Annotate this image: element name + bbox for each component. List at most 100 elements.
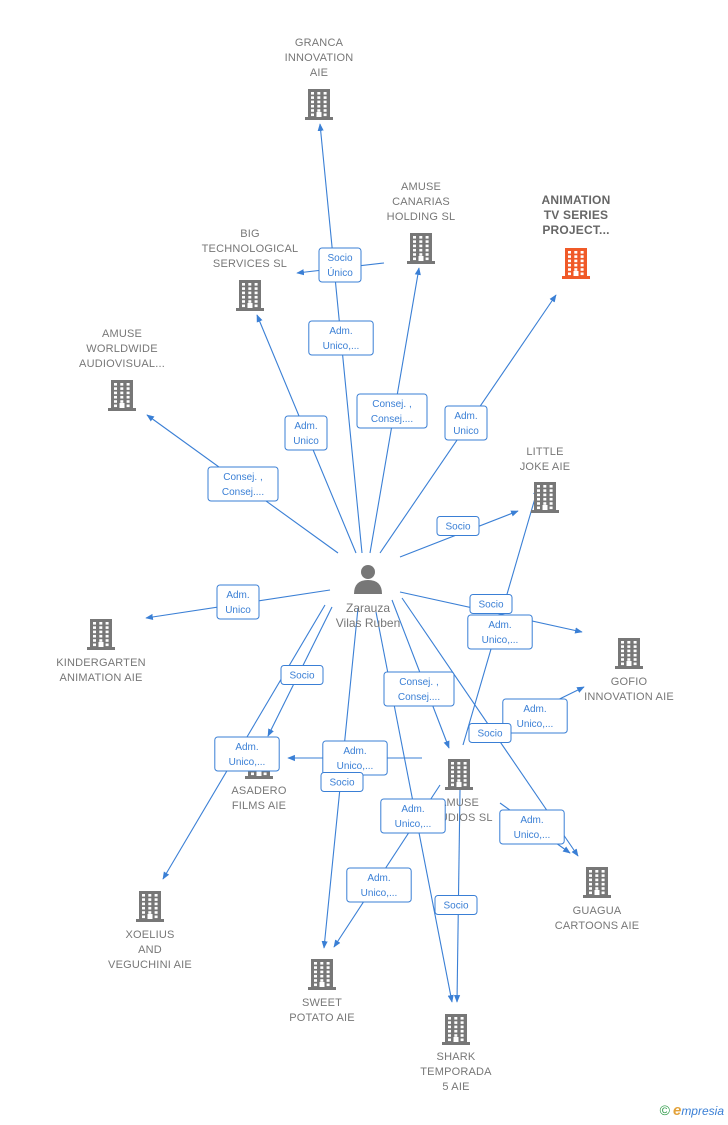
edge-label-text: Unico,... <box>517 719 554 730</box>
edge-label-text: Unico <box>225 605 251 616</box>
edge-label-text: Socio <box>289 671 314 682</box>
company-label: JOKE AIE <box>520 461 571 473</box>
company-label: TEMPORADA <box>420 1066 492 1078</box>
company-label: AMUSE <box>439 797 479 809</box>
edge-label-person-to-kindergarten[interactable]: Adm. Unico <box>216 584 260 620</box>
edge-label-box <box>308 320 374 356</box>
edge-label-text: Adm. <box>367 873 390 884</box>
edge-label-text: Unico,... <box>361 888 398 899</box>
brand-name: mpresia <box>681 1104 724 1118</box>
edge-label-box <box>467 614 533 650</box>
edge-label-box <box>216 584 260 620</box>
company-label: VEGUCHINI AIE <box>108 959 192 971</box>
edge-label-text: Consej. , <box>372 399 411 410</box>
edge-label-text: Unico,... <box>395 819 432 830</box>
edge-label-person-to-gofio[interactable]: Socio <box>469 594 513 614</box>
edge-label-amuse-studios-to-little-joke[interactable]: Adm.Unico,... <box>467 614 533 650</box>
company-label: INNOVATION <box>285 52 354 64</box>
edge-label-amuse-studios-to-sweet-potato[interactable]: Adm. Unico,... <box>346 867 412 903</box>
company-node-big-tech[interactable]: BIG TECHNOLOGICAL SERVICES SL <box>202 228 299 311</box>
edge-label-box <box>444 405 488 441</box>
edge-label-box <box>280 665 324 685</box>
edge-label-text: Adm. <box>343 746 366 757</box>
edge-label-text: Adm. <box>523 704 546 715</box>
edge-label-text: Unico,... <box>323 341 360 352</box>
edge-label-amuse-studios-to-shark[interactable]: Socio <box>434 895 478 915</box>
edge-label-text: Adm. <box>520 815 543 826</box>
building-icon <box>531 482 559 513</box>
company-label: TV SERIES <box>544 208 608 222</box>
edge-label-text: Adm. <box>235 742 258 753</box>
edge-label-person-to-shark[interactable]: Adm.Unico,... <box>380 798 446 834</box>
company-node-little-joke[interactable]: LITTLE JOKE AIE <box>520 446 571 513</box>
company-label: SWEET <box>302 997 342 1009</box>
edge-label-text: Adm. <box>488 620 511 631</box>
edge-label-text: Socio <box>445 522 470 533</box>
building-icon <box>562 248 590 279</box>
edge-label-person-to-amuse-worldwide[interactable]: Consej. , Consej.... <box>207 466 279 502</box>
building-icon <box>305 89 333 120</box>
company-label: SERVICES SL <box>213 258 287 270</box>
company-label: LITTLE <box>526 446 563 458</box>
edge-label-text: Único <box>327 266 353 279</box>
person-icon <box>354 565 382 594</box>
building-icon <box>445 759 473 790</box>
edge-label-person-to-asadero[interactable]: Socio <box>280 665 324 685</box>
edge-label-person-to-guagua[interactable]: Socio <box>468 723 512 743</box>
building-icon <box>583 867 611 898</box>
building-icon <box>407 233 435 264</box>
company-node-amuse-worldwide[interactable]: AMUSEWORLDWIDEAUDIOVISUAL... <box>79 328 165 411</box>
edge-label-person-to-amuse-canarias[interactable]: Consej. ,Consej.... <box>356 393 428 429</box>
company-label: BIG <box>240 228 260 240</box>
edge-label-person-to-big-tech[interactable]: Adm.Unico <box>284 415 328 451</box>
edge-label-person-to-sweet-potato[interactable]: Socio <box>320 772 364 792</box>
edge-label-text: Consej.... <box>222 487 264 498</box>
edge-label-amuse-studios-to-guagua[interactable]: Adm. Unico,... <box>499 809 565 845</box>
company-label: TECHNOLOGICAL <box>202 243 299 255</box>
edge-label-text: Consej. , <box>223 472 262 483</box>
edge-label-text: Unico,... <box>514 830 551 841</box>
edge-label-box <box>468 723 512 743</box>
company-label: KINDERGARTEN <box>56 657 146 669</box>
edge-label-box <box>434 895 478 915</box>
building-icon <box>136 891 164 922</box>
edge-label-amuse-studios-to-asadero[interactable]: Adm. Unico,... <box>322 740 388 776</box>
building-icon <box>615 638 643 669</box>
company-node-sweet-potato[interactable]: SWEET POTATO AIE <box>289 959 355 1024</box>
company-label: GRANCA <box>295 37 344 49</box>
edge-label-person-to-animation-tv[interactable]: Adm.Unico <box>444 405 488 441</box>
company-label: ASADERO <box>231 785 286 797</box>
edge-label-text: Consej. , <box>399 677 438 688</box>
edge-label-text: Unico,... <box>337 761 374 772</box>
edge-label-text: Adm. <box>329 326 352 337</box>
edge-label-amuse-studios-to-gofio[interactable]: Adm. Unico,... <box>502 698 568 734</box>
edge-label-box <box>320 772 364 792</box>
edge-label-person-to-little-joke[interactable]: Socio <box>436 516 480 536</box>
edge-label-text: Adm. <box>226 590 249 601</box>
company-label: SHARK <box>437 1051 476 1063</box>
edge-label-text: Socio <box>478 600 503 611</box>
edge-label-person-to-amuse-studios[interactable]: Consej. ,Consej.... <box>383 671 455 707</box>
edge-label-box <box>346 867 412 903</box>
edge-label-box <box>383 671 455 707</box>
person-label: Vilas Ruben <box>336 616 401 630</box>
building-icon <box>442 1014 470 1045</box>
company-label: POTATO AIE <box>289 1012 355 1024</box>
edge-label-person-to-xoelius[interactable]: Adm.Unico,... <box>214 736 280 772</box>
brand-initial: e <box>672 1102 682 1119</box>
edge-label-box <box>436 516 480 536</box>
edge-label-person-to-granca[interactable]: Adm. Unico,... <box>308 320 374 356</box>
company-label: AMUSE <box>401 181 441 193</box>
edge-label-box <box>318 247 362 283</box>
